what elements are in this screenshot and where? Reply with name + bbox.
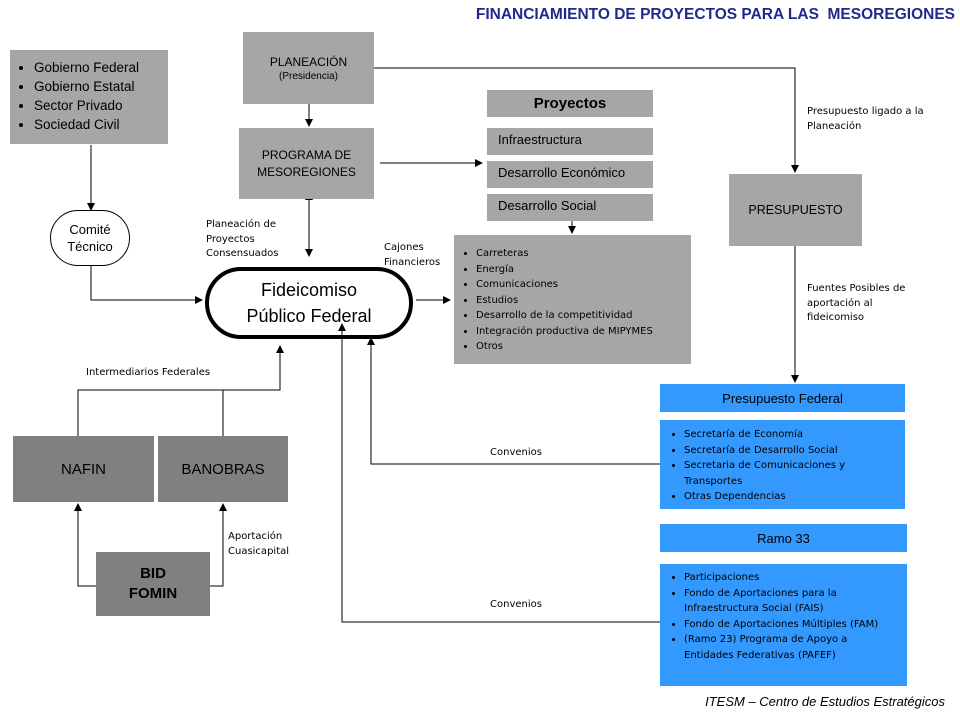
planeacion-proyectos-label: Planeación de Proyectos Consensuados [206, 219, 279, 259]
list-item: Otras Dependencias [684, 489, 897, 505]
actors-list: Gobierno Federal Gobierno Estatal Sector… [22, 58, 162, 134]
nafin-label: NAFIN [61, 460, 106, 478]
ramo33-list: Participaciones Fondo de Aportaciones pa… [672, 570, 899, 664]
banobras-box: BANOBRAS [158, 436, 288, 502]
list-item: Otros [476, 339, 685, 355]
footer-credit: ITESM – Centro de Estudios Estratégicos [705, 694, 945, 709]
ramo33-header: Ramo 33 [660, 524, 907, 552]
page-title: FINANCIAMIENTO DE PROYECTOS PARA LAS MES… [475, 6, 955, 23]
list-item: Secretaría de Desarrollo Social [684, 443, 897, 459]
list-item: Energía [476, 262, 685, 278]
banobras-label: BANOBRAS [181, 460, 265, 478]
list-item: Estudios [476, 293, 685, 309]
proyecto-label: Infraestructura [498, 132, 582, 147]
nafin-box: NAFIN [13, 436, 154, 502]
comite-label: Comité Técnico [67, 222, 113, 254]
proyecto-desarrollo-social: Desarrollo Social [487, 194, 653, 221]
list-item: Gobierno Federal [34, 58, 162, 77]
proyectos-header: Proyectos [487, 90, 653, 117]
list-item: (Ramo 23) Programa de Apoyo a Entidades … [684, 632, 899, 663]
proyecto-desarrollo-economico: Desarrollo Económico [487, 161, 653, 188]
presupuesto-label: PRESUPUESTO [748, 203, 843, 217]
convenios-label: Convenios [490, 599, 542, 610]
presupuesto-federal-title: Presupuesto Federal [722, 390, 843, 406]
list-item: Integración productiva de MIPYMES [476, 324, 685, 340]
presupuesto-box: PRESUPUESTO [729, 174, 862, 246]
proyecto-label: Desarrollo Económico [498, 165, 626, 180]
presupuesto-federal-header: Presupuesto Federal [660, 384, 905, 412]
fuentes-posibles-label: Fuentes Posibles de aportación al fideic… [807, 283, 906, 323]
bid-fomin-label: BID FOMIN [128, 565, 178, 602]
list-item: Secretaria de Comunicaciones y Transport… [684, 458, 897, 489]
presupuesto-federal-list: Secretaría de Economía Secretaría de Des… [672, 427, 897, 505]
intermediarios-label: Intermediarios Federales [86, 367, 211, 378]
fideicomiso-label: Fideicomiso Público Federal [246, 280, 372, 326]
programa-mesoregiones-box: PROGRAMA DE MESOREGIONES [239, 128, 374, 199]
convenios-label: Convenios [490, 447, 542, 458]
ramo33-list-box: Participaciones Fondo de Aportaciones pa… [660, 564, 907, 686]
planeacion-box: PLANEACIÓN (Presidencia) [243, 32, 374, 104]
ramo33-title: Ramo 33 [757, 530, 810, 546]
list-item: Gobierno Estatal [34, 77, 162, 96]
proyectos-title: Proyectos [533, 95, 607, 112]
actors-box: Gobierno Federal Gobierno Estatal Sector… [10, 50, 168, 144]
list-item: Desarrollo de la competitividad [476, 308, 685, 324]
programa-label: PROGRAMA DE MESOREGIONES [257, 147, 356, 179]
planeacion-title: PLANEACIÓN [269, 54, 348, 69]
bid-fomin-box: BID FOMIN [96, 552, 210, 616]
presupuesto-ligado-label: Presupuesto ligado a la Planeación [807, 106, 924, 132]
presupuesto-federal-list-box: Secretaría de Economía Secretaría de Des… [660, 420, 905, 509]
comite-tecnico-node: Comité Técnico [50, 210, 130, 266]
list-item: Secretaría de Economía [684, 427, 897, 443]
list-item: Sociedad Civil [34, 115, 162, 134]
list-item: Fondo de Aportaciones para la Infraestru… [684, 586, 899, 617]
fideicomiso-node: Fideicomiso Público Federal [205, 267, 413, 339]
cajones-financieros-box: Carreteras Energía Comunicaciones Estudi… [454, 235, 691, 364]
list-item: Carreteras [476, 246, 685, 262]
planeacion-subtitle: (Presidencia) [279, 70, 338, 82]
proyecto-label: Desarrollo Social [498, 198, 597, 213]
cajones-list: Carreteras Energía Comunicaciones Estudi… [464, 246, 685, 355]
cajones-financieros-label: Cajones Financieros [384, 242, 441, 268]
list-item: Fondo de Aportaciones Múltiples (FAM) [684, 617, 899, 633]
proyecto-infraestructura: Infraestructura [487, 128, 653, 155]
list-item: Participaciones [684, 570, 899, 586]
list-item: Sector Privado [34, 96, 162, 115]
aportacion-label: Aportación Cuasicapital [228, 531, 290, 557]
list-item: Comunicaciones [476, 277, 685, 293]
